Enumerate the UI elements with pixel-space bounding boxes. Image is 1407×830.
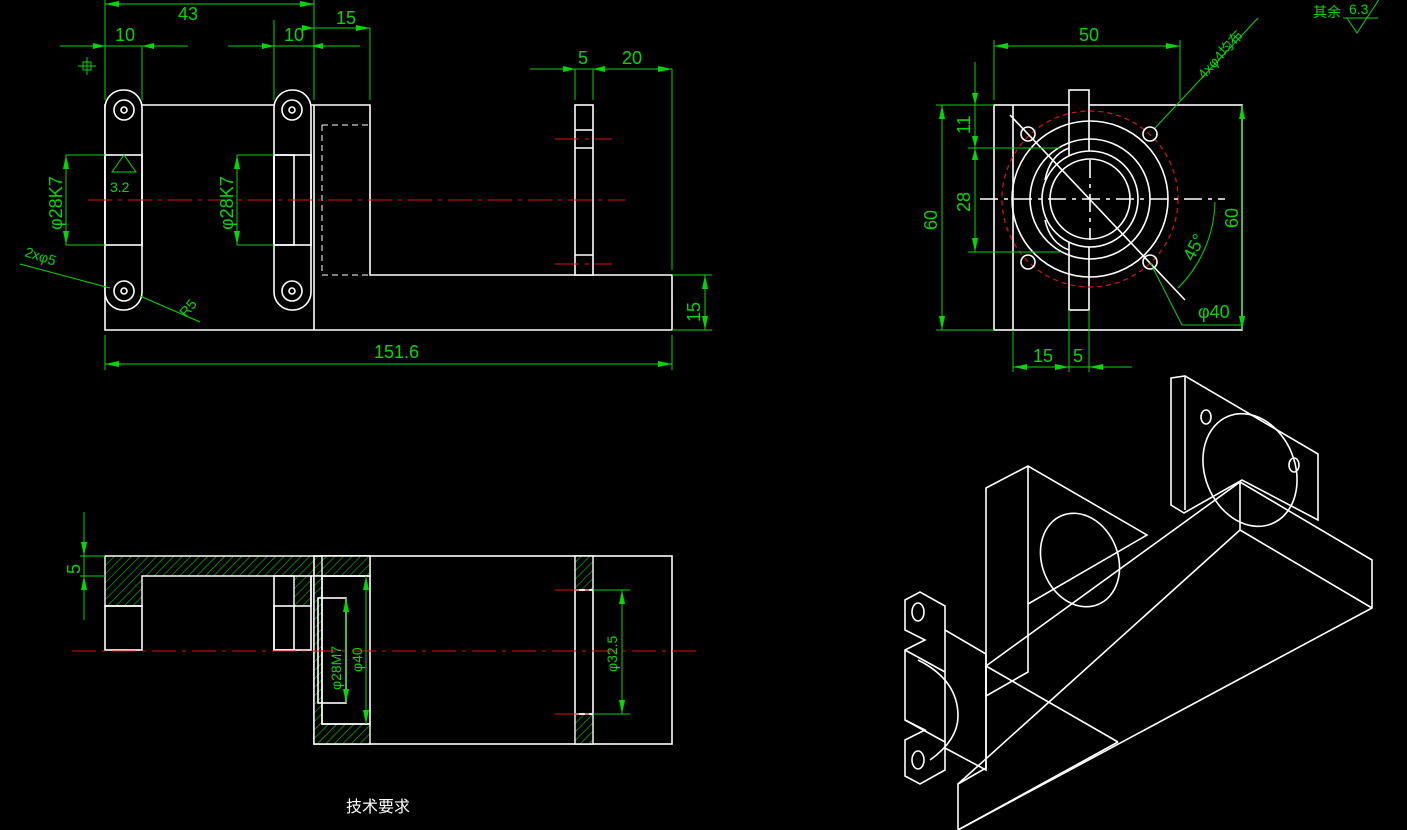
front-view-dimensions: 43 10 10 15 5 20 φ28K7 φ28K7 3.2 [19,0,712,370]
dim-15-right: 15 [684,302,704,322]
dim-50: 50 [1079,25,1099,45]
dim-43: 43 [178,4,198,24]
dim-28: 28 [954,192,974,212]
dim-section-5: 5 [64,564,84,574]
dim-10-mid: 10 [284,25,304,45]
dim-60-right: 60 [1222,208,1242,228]
dim-5-bottom: 5 [1073,346,1083,366]
dim-bore-left: φ28K7 [46,176,66,230]
dim-4x-phi4: 4xφ4均布 [1194,27,1246,82]
dim-15-bottom: 15 [1033,346,1053,366]
dim-20: 20 [622,48,642,68]
dim-60-left: 60 [921,210,941,230]
isometric-view [904,375,1373,830]
technical-requirements-title: 技术要求 [346,797,410,816]
dim-5: 5 [578,48,588,68]
roughness-value: 6.3 [1349,1,1369,17]
front-view [88,89,673,331]
dim-15-top: 15 [336,8,356,28]
dim-r5: R5 [176,296,200,320]
dim-bore-mid: φ28K7 [217,176,237,230]
dim-bore-40: φ40 [349,647,365,672]
dim-11: 11 [954,115,974,134]
dim-10-left: 10 [115,25,135,45]
roughness-note: 其余 6.3 [1313,0,1380,34]
surface-roughness-3-2: 3.2 [110,179,130,195]
dim-bore-m7: φ28M7 [328,646,344,690]
side-view [980,89,1243,331]
dim-phi40: φ40 [1198,302,1230,322]
dim-2x-phi5: 2xφ5 [23,244,58,269]
dim-151-6: 151.6 [374,342,419,362]
section-view [72,555,700,745]
section-view-dimensions: 5 φ28M7 φ40 φ32.5 [64,512,630,724]
dim-45-degree: 45° [1179,230,1209,263]
dim-bore-32-5: φ32.5 [604,635,620,672]
roughness-label: 其余 [1313,4,1341,20]
